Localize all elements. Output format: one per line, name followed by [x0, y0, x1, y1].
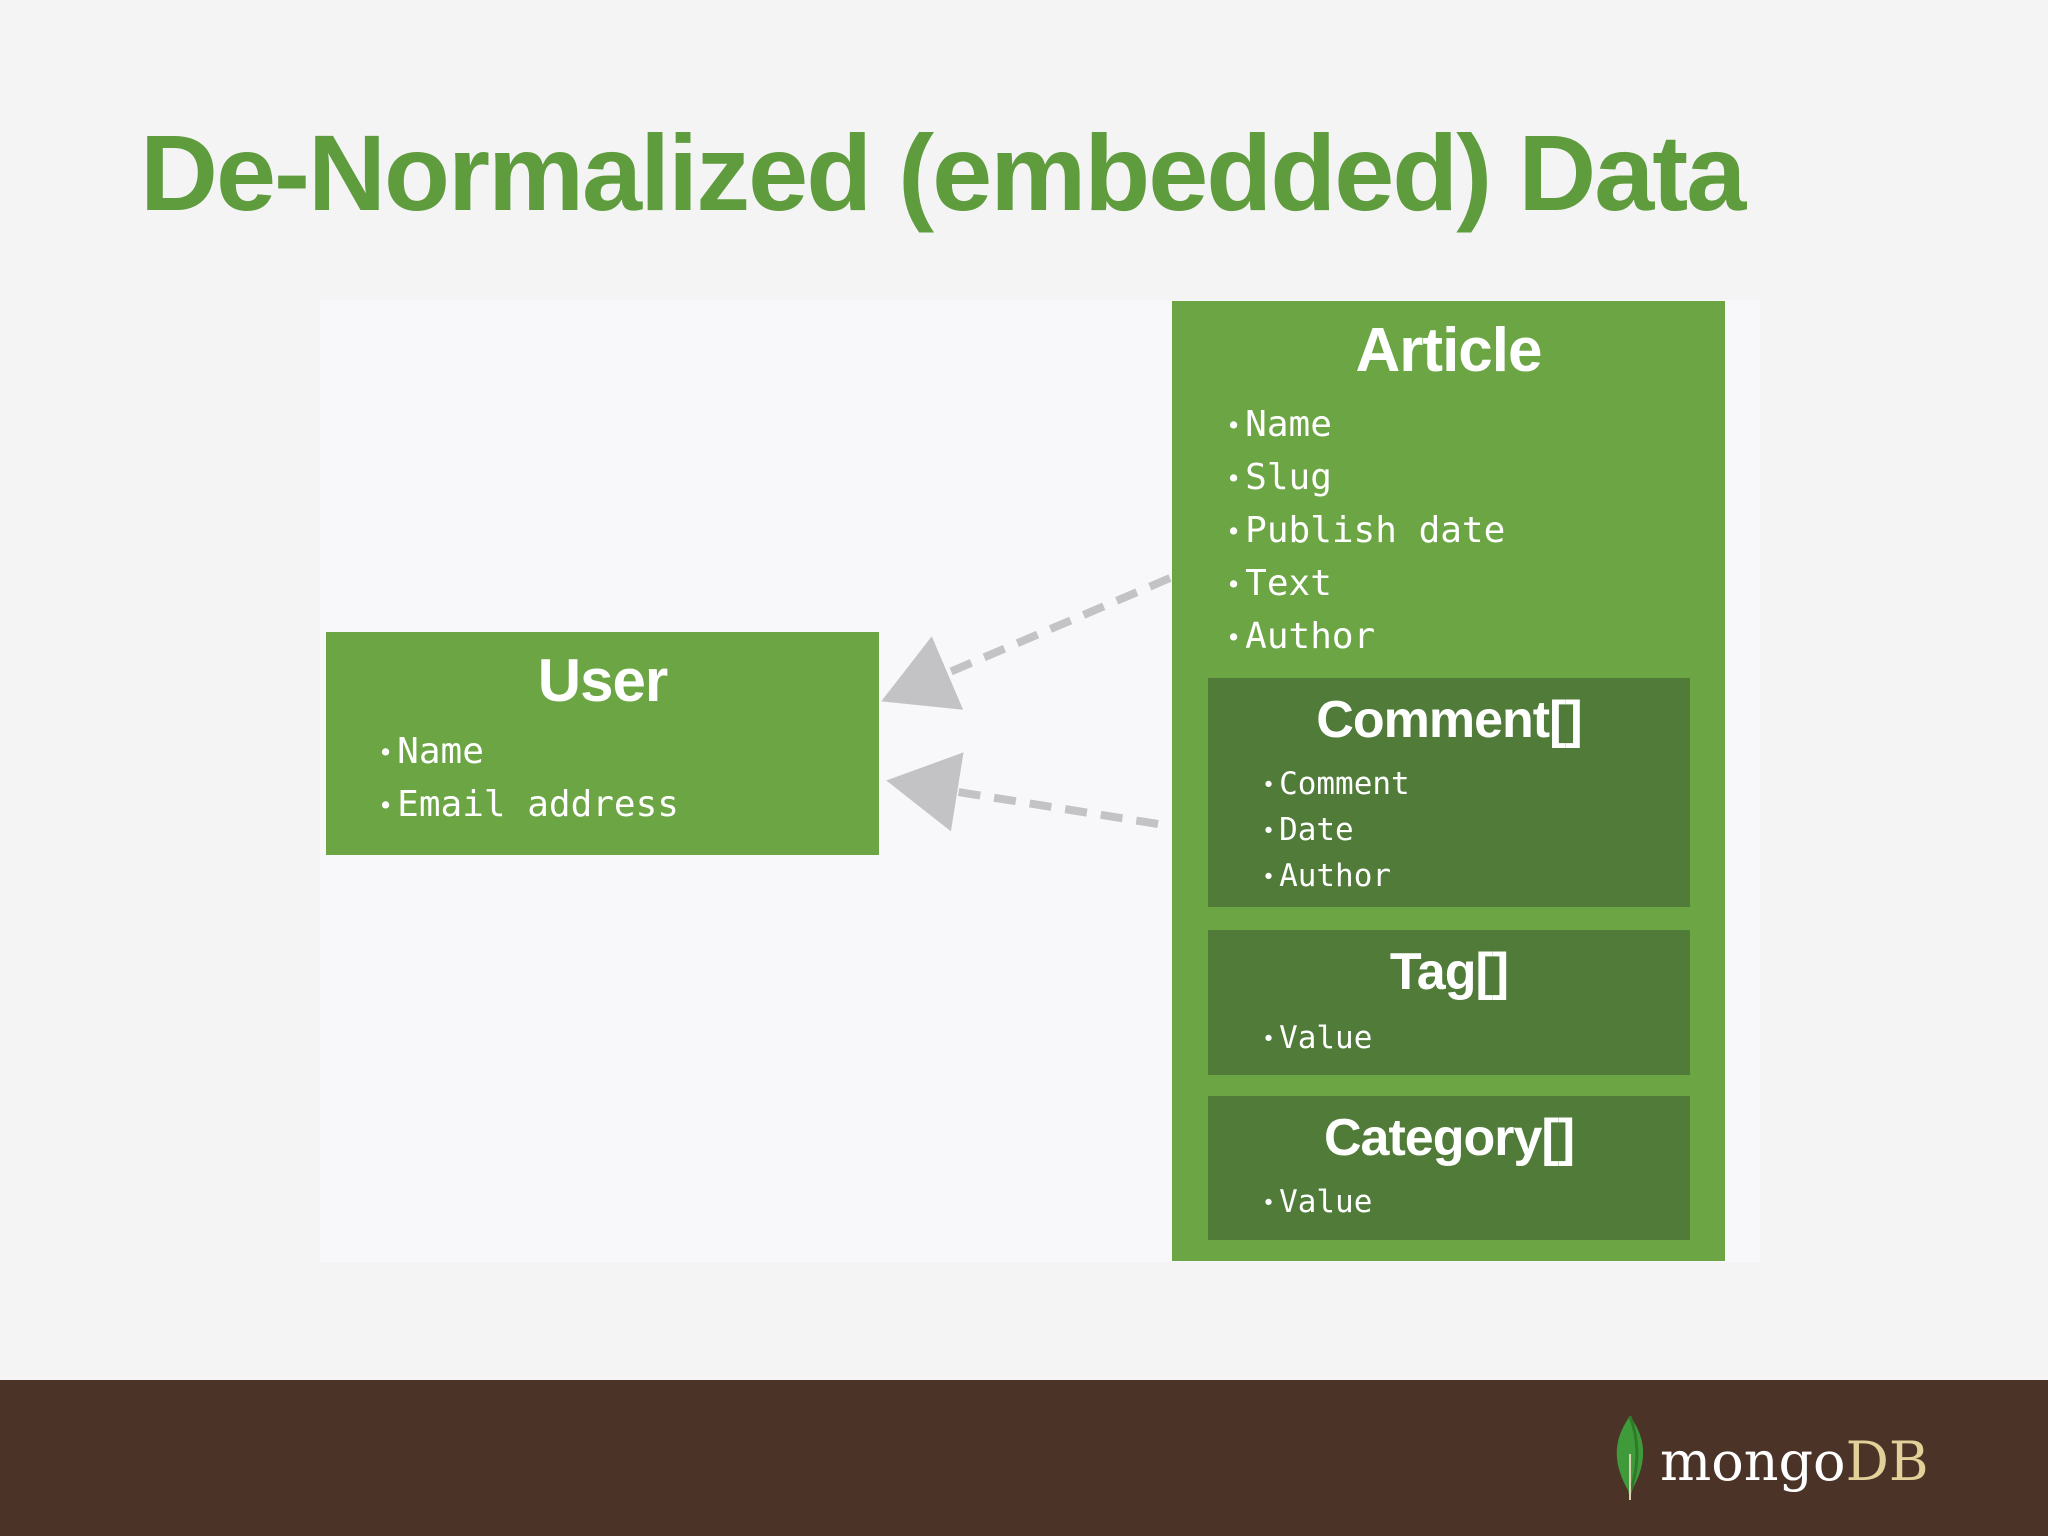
article-entity: Article •Name •Slug •Publish date •Text …	[1172, 301, 1725, 1261]
article-field: •Text	[1226, 563, 1332, 604]
user-fields: •Name •Email address	[378, 726, 679, 832]
bullet-icon: •	[1262, 865, 1276, 890]
comment-field: •Date	[1262, 812, 1354, 848]
bullet-icon: •	[1262, 1027, 1276, 1052]
user-entity: User •Name •Email address	[326, 632, 879, 855]
bullet-icon: •	[1262, 819, 1276, 844]
logo-wordmark: mongoDB	[1660, 1430, 1929, 1493]
category-field: •Value	[1262, 1184, 1373, 1220]
tag-field: •Value	[1262, 1020, 1373, 1056]
bullet-icon: •	[1262, 773, 1276, 798]
bullet-icon: •	[378, 738, 394, 767]
bullet-icon: •	[1226, 464, 1242, 493]
footer-bar: mongoDB	[0, 1380, 2048, 1536]
category-title: Category[]	[1323, 1109, 1575, 1167]
bullet-icon: •	[1226, 517, 1242, 546]
tag-fields: •Value	[1262, 1016, 1372, 1062]
article-field: •Slug	[1226, 457, 1332, 498]
article-fields: •Name •Slug •Publish date •Text •Author	[1226, 399, 1505, 664]
comment-field: •Comment	[1262, 766, 1410, 802]
bullet-icon: •	[378, 791, 394, 820]
comment-title: Comment[]	[1316, 691, 1582, 749]
comment-field: •Author	[1262, 858, 1392, 894]
article-field: •Publish date	[1226, 510, 1506, 551]
article-title: Article	[1355, 316, 1543, 385]
bullet-icon: •	[1262, 1191, 1276, 1216]
tag-subdocument: Tag[] •Value	[1208, 930, 1690, 1075]
comment-fields: •Comment •Date •Author	[1262, 762, 1410, 900]
user-title: User	[537, 647, 668, 714]
category-subdocument: Category[] •Value	[1208, 1096, 1690, 1240]
bullet-icon: •	[1226, 570, 1242, 599]
leaf-icon	[1616, 1415, 1644, 1500]
bullet-icon: •	[1226, 411, 1242, 440]
slide-title: De-Normalized (embedded) Data	[140, 112, 1746, 233]
article-field: •Author	[1226, 616, 1376, 657]
tag-title: Tag[]	[1389, 943, 1509, 1001]
article-field: •Name	[1226, 404, 1332, 445]
comment-subdocument: Comment[] •Comment •Date •Author	[1208, 678, 1690, 907]
user-field: •Email address	[378, 784, 679, 825]
mongodb-logo: mongoDB	[1608, 1408, 1938, 1508]
bullet-icon: •	[1226, 623, 1242, 652]
user-field: •Name	[378, 731, 484, 772]
category-fields: •Value	[1262, 1180, 1372, 1226]
